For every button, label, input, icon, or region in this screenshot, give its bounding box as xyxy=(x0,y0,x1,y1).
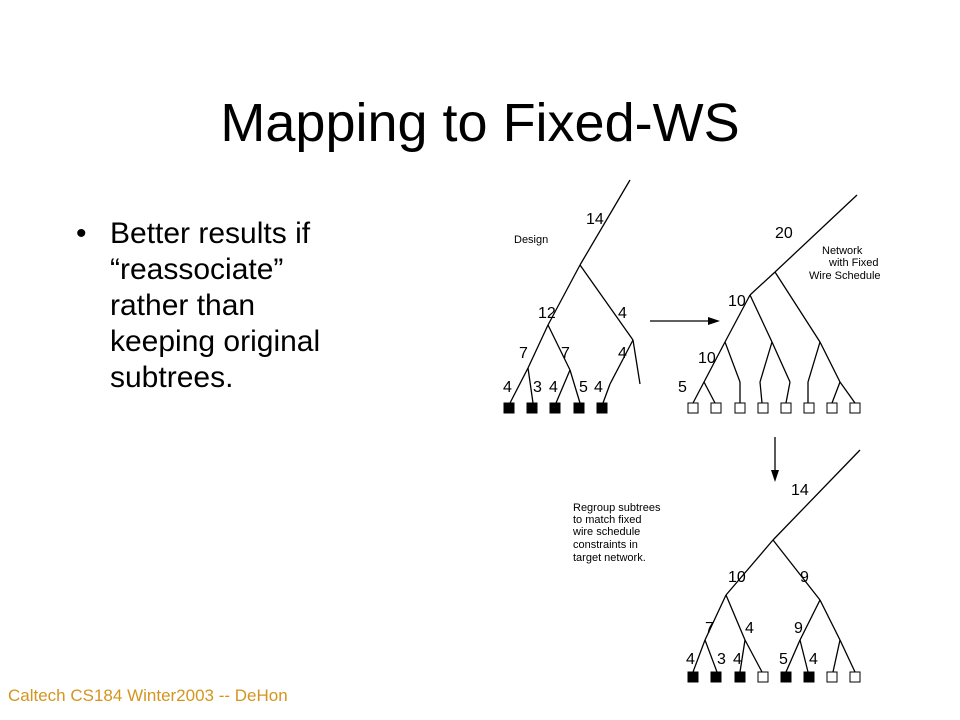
empty-node xyxy=(826,402,838,414)
filled-node xyxy=(573,402,585,414)
filled-node xyxy=(596,402,608,414)
design-leaf-label: 4 xyxy=(503,379,512,396)
design-leaf-label: 3 xyxy=(533,379,542,396)
regroup-rl-label: 9 xyxy=(794,620,803,637)
regroup-lr-label: 4 xyxy=(745,620,754,637)
regroup-leaf-label: 4 xyxy=(809,651,818,668)
filled-node xyxy=(526,402,538,414)
regroup-caption-line: target network. xyxy=(573,552,646,564)
bullet-line: rather than xyxy=(110,289,256,322)
empty-node xyxy=(757,402,769,414)
regroup-caption-line: to match fixed xyxy=(573,514,641,526)
design-tree: Design 14 12 4 7 7 4 4 3 4 5 4 xyxy=(503,179,641,414)
regroup-leaf-label: 3 xyxy=(717,651,726,668)
design-left-label: 12 xyxy=(538,305,556,322)
bullet-line: keeping original xyxy=(110,325,321,358)
regroup-leaf-label: 4 xyxy=(733,651,742,668)
empty-node xyxy=(780,402,792,414)
network-leaf-nodes xyxy=(687,402,861,414)
empty-node xyxy=(826,671,838,683)
design-tree-edges xyxy=(509,179,641,404)
regroup-left-label: 10 xyxy=(728,569,746,586)
empty-node xyxy=(687,402,699,414)
regrouped-tree: Regroup subtrees to match fixed wire sch… xyxy=(572,449,861,683)
regrouped-tree-edges xyxy=(692,449,861,673)
regroup-leaf-label: 4 xyxy=(686,651,695,668)
network-root-label: 20 xyxy=(775,225,793,242)
network-level3-label: 5 xyxy=(678,379,687,396)
arrow-right-icon xyxy=(650,317,720,325)
bullet-line: “reassociate” xyxy=(110,253,284,286)
filled-node xyxy=(549,402,561,414)
regroup-right-label: 9 xyxy=(800,569,809,586)
bullet-item: • Better results if “reassociate” rather… xyxy=(70,216,390,396)
network-level2-label: 10 xyxy=(698,350,716,367)
empty-node xyxy=(803,402,815,414)
regrouped-leaf-nodes xyxy=(687,671,861,683)
design-root-label: 14 xyxy=(586,211,604,228)
bullet-list: • Better results if “reassociate” rather… xyxy=(70,216,390,396)
network-level1-label: 10 xyxy=(728,293,746,310)
empty-node xyxy=(849,402,861,414)
bullet-marker: • xyxy=(76,217,87,250)
filled-node xyxy=(503,402,515,414)
design-ll-label: 7 xyxy=(519,345,528,362)
bullet-line: Better results if xyxy=(110,217,311,250)
regroup-caption-line: wire schedule xyxy=(572,526,640,538)
design-leaf-nodes xyxy=(503,402,608,414)
network-caption-line: Wire Schedule xyxy=(809,270,881,282)
regroup-leaf-label: 5 xyxy=(779,651,788,668)
design-right-label: 4 xyxy=(618,305,627,322)
network-caption-line: Network xyxy=(822,245,863,257)
empty-node xyxy=(757,671,769,683)
design-rr-label: 4 xyxy=(618,345,627,362)
regroup-caption-line: Regroup subtrees xyxy=(573,502,661,514)
network-caption-line: with Fixed xyxy=(828,257,879,269)
design-leaf-label: 4 xyxy=(594,379,603,396)
filled-node xyxy=(687,671,699,683)
empty-node xyxy=(710,402,722,414)
regroup-caption-line: constraints in xyxy=(573,539,638,551)
design-leaf-label: 4 xyxy=(549,379,558,396)
slide-title: Mapping to Fixed-WS xyxy=(220,93,740,153)
regroup-ll-label: 7 xyxy=(705,620,714,637)
arrow-down-icon xyxy=(771,437,779,482)
design-caption: Design xyxy=(514,234,548,246)
footer-text: Caltech CS184 Winter2003 -- DeHon xyxy=(8,686,288,705)
network-tree: Network with Fixed Wire Schedule 20 10 xyxy=(678,194,881,414)
filled-node xyxy=(710,671,722,683)
design-leaf-label: 5 xyxy=(579,379,588,396)
bullet-line: subtrees. xyxy=(110,361,234,394)
filled-node xyxy=(780,671,792,683)
filled-node xyxy=(803,671,815,683)
network-tree-edges xyxy=(692,194,858,404)
design-lr-label: 7 xyxy=(561,345,570,362)
regroup-root-label: 14 xyxy=(791,482,809,499)
empty-node xyxy=(734,402,746,414)
empty-node xyxy=(849,671,861,683)
filled-node xyxy=(734,671,746,683)
